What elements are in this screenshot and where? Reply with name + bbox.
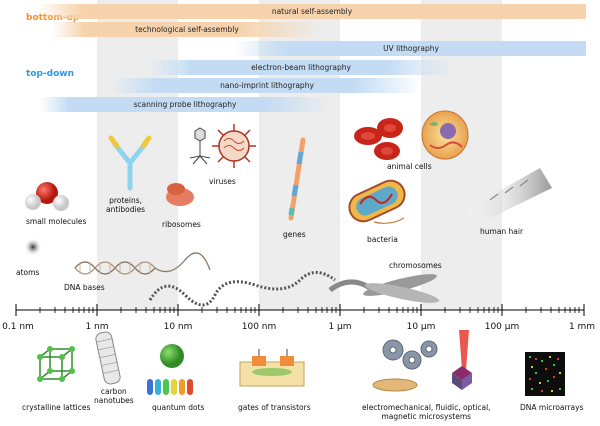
atom-illustration: [24, 238, 42, 256]
label-ribosomes: ribosomes: [162, 220, 201, 229]
label-human-hair: human hair: [480, 227, 524, 236]
gene-illustration: [288, 137, 306, 221]
mems-gears-illustration: [372, 339, 438, 392]
tick-label-10um: 10 µm: [406, 322, 436, 332]
label-genes: genes: [283, 230, 306, 239]
label-animal-cells: animal cells: [387, 162, 432, 171]
label-bacteria: bacteria: [367, 235, 398, 244]
tick-label-100nm: 100 nm: [241, 322, 277, 332]
dna-helix-illustration: [74, 252, 211, 275]
top-down-label: top-down: [26, 69, 75, 79]
crystalline-lattice-illustration: [37, 346, 75, 382]
nano-imprint-lithography-bar: nano-imprint lithography: [112, 78, 422, 93]
antibody-illustration: [108, 135, 152, 191]
small-molecule-illustration: [25, 182, 69, 211]
tick-label-100um: 100 µm: [484, 322, 520, 332]
label-microsystems: electromechanical, fluidic, optical, mag…: [362, 403, 491, 421]
scale-axis: [15, 304, 585, 316]
tick-label-10nm: 10 nm: [163, 322, 193, 332]
quantum-dots-illustration: [147, 344, 193, 395]
uv-lithography-bar: UV lithography: [236, 41, 586, 56]
natural-self-assembly-bar: natural self-assembly: [38, 4, 586, 19]
tick-label-1nm: 1 nm: [85, 322, 109, 332]
label-atoms: atoms: [16, 268, 40, 277]
label-small-molecules: small molecules: [26, 217, 87, 226]
technological-self-assembly-bar: technological self-assembly: [52, 22, 322, 37]
virus-illustration: [212, 124, 256, 168]
dna-microarray-illustration: [525, 352, 565, 396]
optical-laser-illustration: [452, 330, 472, 390]
label-gates-of-transistors: gates of transistors: [238, 403, 311, 412]
scanning-probe-lithography-bar: scanning probe lithography: [40, 97, 330, 112]
bacteriophage-illustration: [189, 127, 211, 165]
animal-cell-illustration: [421, 110, 469, 160]
human-hair-illustration: [462, 168, 552, 226]
tick-label-0-1nm: 0.1 nm: [2, 322, 34, 332]
label-dna-bases: DNA bases: [64, 283, 105, 292]
transistor-gates-illustration: [239, 349, 305, 387]
red-blood-cells-illustration: [354, 118, 403, 160]
label-viruses: viruses: [209, 177, 236, 186]
chromatin-illustration: [148, 271, 372, 307]
tick-label-1mm: 1 mm: [568, 322, 596, 332]
label-chromosomes: chromosomes: [389, 261, 442, 270]
tick-label-1um: 1 µm: [328, 322, 352, 332]
label-proteins-antibodies: proteins, antibodies: [106, 196, 146, 214]
label-carbon-nanotubes: carbon nanotubes: [94, 387, 134, 405]
label-quantum-dots: quantum dots: [152, 403, 205, 412]
electron-beam-lithography-bar: electron-beam lithography: [148, 60, 454, 75]
bacterium-illustration: [348, 179, 406, 224]
chromosome-illustration: [363, 274, 440, 303]
label-dna-microarrays: DNA microarrays: [520, 403, 584, 412]
ribosome-illustration: [166, 183, 194, 206]
label-crystalline-lattices: crystalline lattices: [22, 403, 91, 412]
carbon-nanotube-illustration: [95, 331, 121, 385]
